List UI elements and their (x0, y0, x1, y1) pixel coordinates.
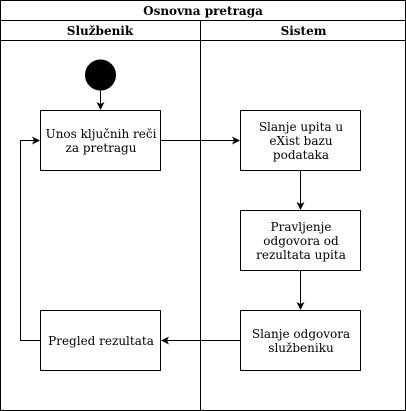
edge-review-loop-to-input (20, 136, 41, 341)
node-send-query-box (240, 110, 361, 171)
node-send-query-label: Slanje upita u eXist bazu podataka (258, 120, 344, 162)
lane-header-sistem: Sistem (280, 24, 327, 38)
node-review-label: Pregled rezultata (48, 334, 154, 348)
node-input-label: Unos ključnih reči za pretragu (45, 127, 157, 155)
node-send-response-box (240, 310, 361, 371)
node-send-response-label: Slanje odgovora službeniku (251, 327, 351, 355)
start-node (85, 59, 116, 91)
node-review-box (40, 310, 161, 371)
node-build-response-box (240, 210, 361, 271)
node-build-response-label: Pravljenje odgovora od rezultata upita (256, 220, 346, 262)
diagram-title: Osnovna pretraga (143, 3, 263, 18)
lane-header-sluzbenik: Službenik (66, 24, 134, 38)
